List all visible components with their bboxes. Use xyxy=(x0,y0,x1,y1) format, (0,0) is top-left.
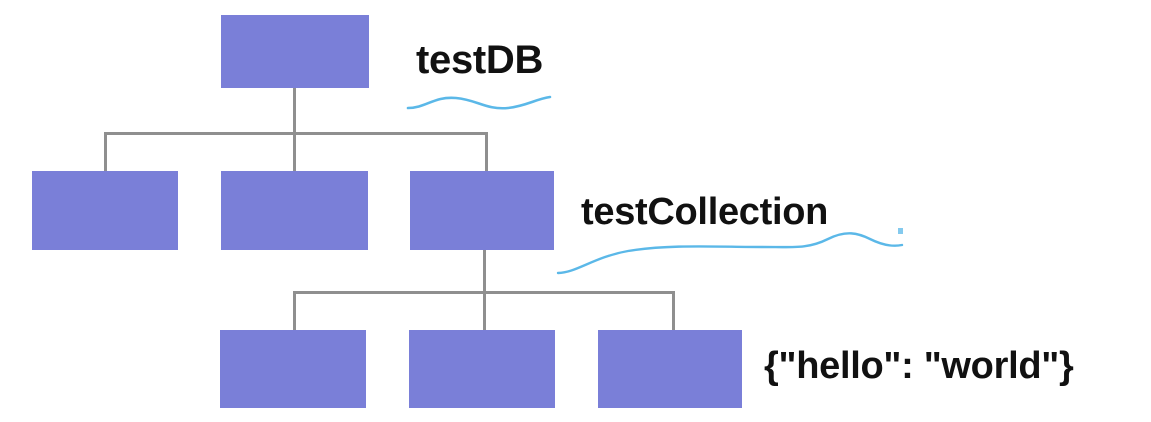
connector-collection-bar xyxy=(104,132,488,135)
annotation-label-testdb: testDB xyxy=(416,38,544,82)
node-document-2[interactable] xyxy=(409,330,555,408)
node-collection-1[interactable] xyxy=(32,171,178,250)
annotation-label-testcollection: testCollection xyxy=(581,191,829,233)
node-document-3[interactable] xyxy=(598,330,742,408)
connector-collection-3-stem xyxy=(483,250,486,294)
ink-speck-mark xyxy=(898,228,903,234)
connector-to-document-1 xyxy=(293,291,296,331)
node-collection-2[interactable] xyxy=(221,171,368,250)
connector-to-document-2 xyxy=(483,291,486,331)
connector-root-stem xyxy=(293,88,296,135)
connector-to-document-3 xyxy=(672,291,675,331)
node-database-root[interactable] xyxy=(221,15,369,88)
annotation-label-document-json: {"hello": "world"} xyxy=(764,345,1074,387)
squiggle-underline-testdb xyxy=(406,95,552,110)
connector-to-collection-3 xyxy=(485,132,488,173)
squiggle-underline-testcollection xyxy=(556,232,904,275)
node-document-1[interactable] xyxy=(220,330,366,408)
connector-to-collection-2 xyxy=(293,132,296,173)
node-collection-3[interactable] xyxy=(410,171,554,250)
connector-to-collection-1 xyxy=(104,132,107,173)
